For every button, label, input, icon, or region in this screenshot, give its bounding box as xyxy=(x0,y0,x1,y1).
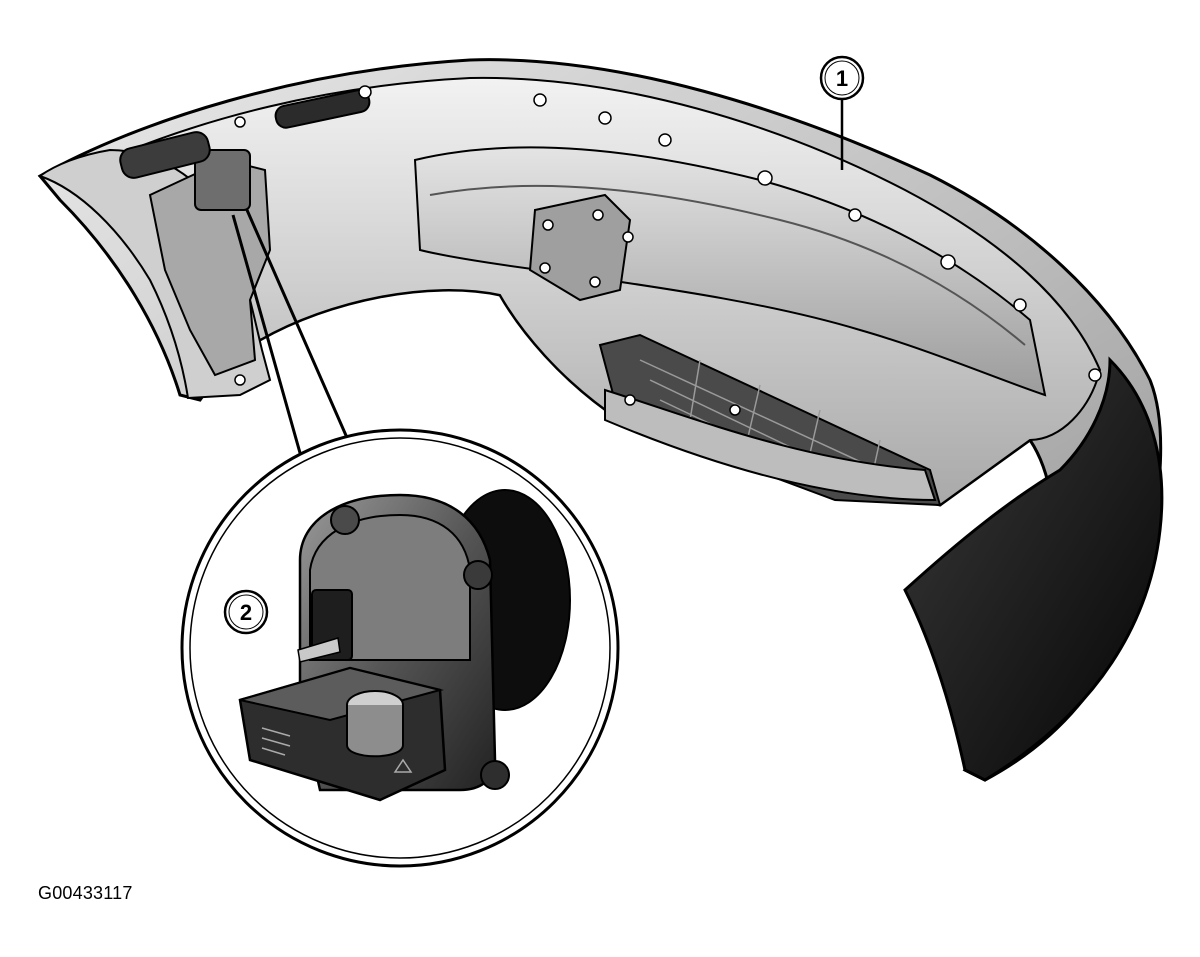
sensor-lug xyxy=(463,560,493,590)
callout-2: 2 xyxy=(223,589,269,635)
callout-1-circle-inner xyxy=(824,60,860,96)
recycle-mark xyxy=(393,758,413,773)
sensor-lug xyxy=(330,505,360,535)
callout-1: 1 xyxy=(819,55,865,170)
fastener xyxy=(592,209,604,221)
figure-id: G00433117 xyxy=(38,883,133,903)
sensor-lug xyxy=(480,760,510,790)
fastener xyxy=(539,262,551,274)
sensor-label-marks xyxy=(261,727,291,756)
callout-2-circle-inner xyxy=(228,594,264,630)
fastener xyxy=(542,219,554,231)
callout-1-label: 1 xyxy=(836,66,848,91)
tow-eye-bracket xyxy=(528,193,632,302)
sensor-connector-body xyxy=(346,705,404,758)
callout-2-label: 2 xyxy=(240,600,252,625)
bumper-cover xyxy=(37,58,1164,782)
callout-1-circle xyxy=(819,55,865,101)
top-edge-clips xyxy=(234,85,1102,416)
sensor-mount-housing xyxy=(194,149,251,211)
magnifier-ring-inner xyxy=(189,437,611,859)
grille-lower-lip xyxy=(604,388,937,502)
magnifier-leader xyxy=(231,209,350,461)
bumper-corner-dark xyxy=(903,356,1164,782)
sensor-clip-spring xyxy=(297,637,341,663)
callout-2-circle xyxy=(223,589,269,635)
bumper-slot xyxy=(274,89,371,129)
parking-aid-sensor xyxy=(238,489,571,802)
beam-ridge xyxy=(429,184,1026,346)
bumper-slot xyxy=(119,131,211,179)
sensor-detail-magnifier xyxy=(180,428,620,868)
sensor-connector-top xyxy=(239,666,444,722)
fastener xyxy=(589,276,601,288)
